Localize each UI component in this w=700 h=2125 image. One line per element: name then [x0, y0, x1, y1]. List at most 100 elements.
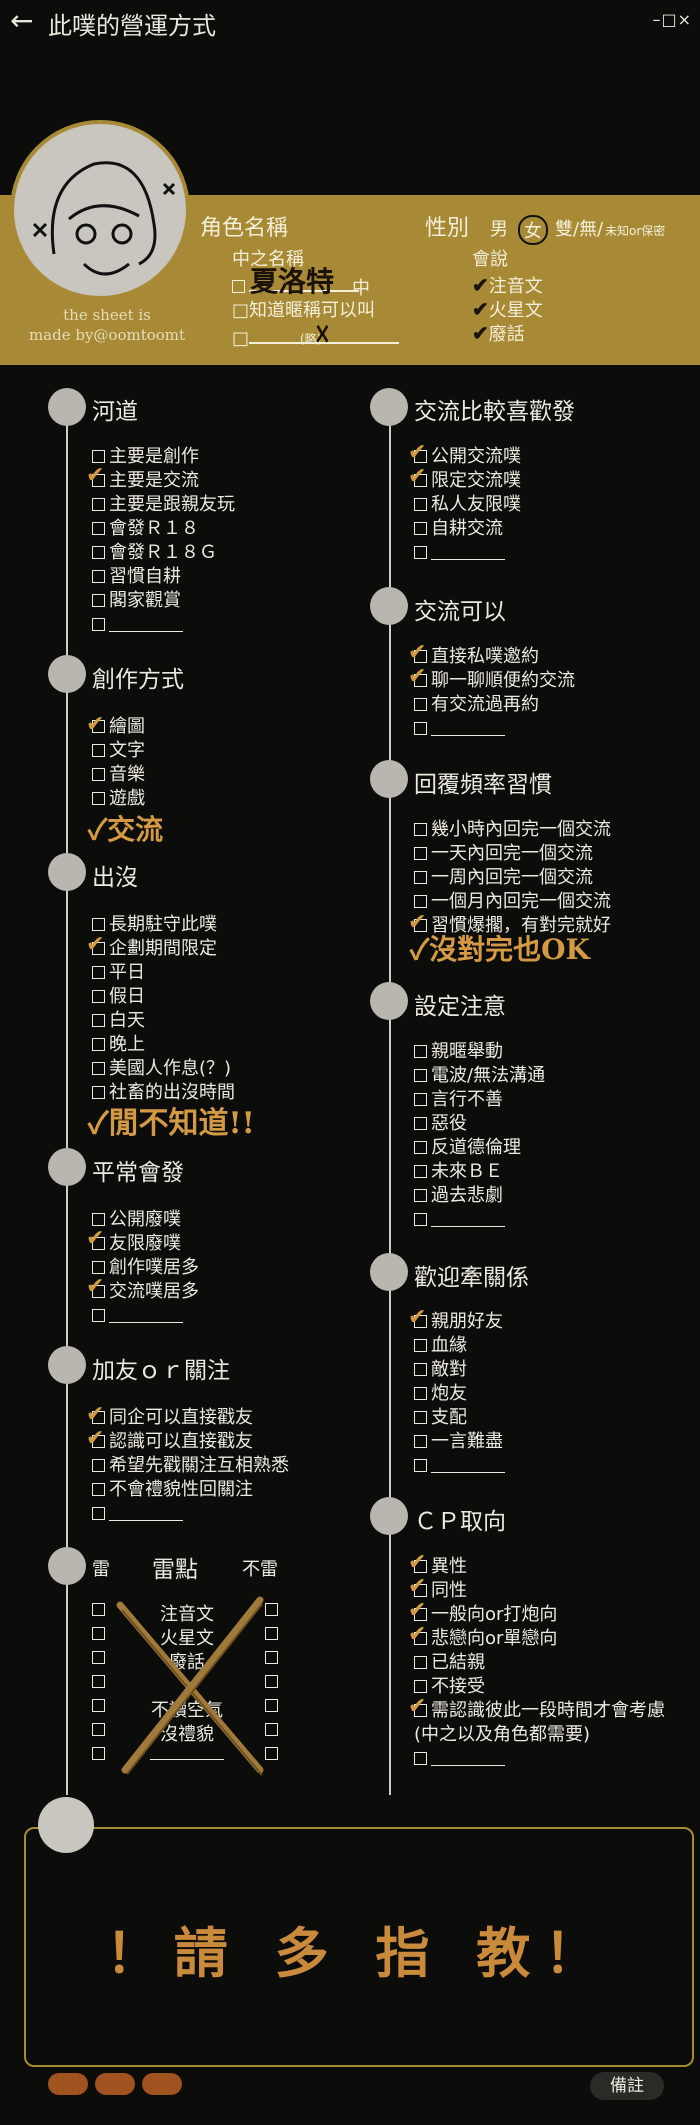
- list-item: 社畜的出沒時間: [92, 1081, 235, 1105]
- list-item: [92, 1502, 289, 1526]
- gender-label: 性別: [425, 216, 470, 241]
- list-item: 廢話: [92, 1651, 282, 1675]
- section-dot: [48, 853, 86, 891]
- lang-item: ✔注音文: [472, 273, 543, 297]
- list-item: 一般向or打炮向: [414, 1603, 665, 1627]
- section-title-relations: 歡迎牽關係: [414, 1265, 529, 1291]
- lang-list: ✔注音文 ✔火星文 ✔廢話: [472, 272, 543, 345]
- section-dot: [48, 388, 86, 426]
- list-item: [92, 1304, 199, 1328]
- list-item: 習慣爆擱，有對完就好: [414, 914, 611, 938]
- remark-button[interactable]: 備註: [590, 2072, 664, 2100]
- list-item: 會發Ｒ１８Ｇ: [92, 541, 235, 565]
- list-item: 支配: [414, 1406, 505, 1430]
- list-item: [92, 613, 235, 637]
- list-item: 不接受: [414, 1675, 665, 1699]
- list-item: 悲戀向or單戀向: [414, 1627, 665, 1651]
- list-item: 主要是創作: [92, 445, 235, 469]
- list-item: 長期駐守此噗: [92, 913, 235, 937]
- list-item: 幾小時內回完一個交流: [414, 818, 611, 842]
- list-item: 一周內回完一個交流: [414, 866, 611, 890]
- section-title-exchange-ok: 交流可以: [414, 599, 506, 625]
- list-item: [414, 717, 575, 741]
- list-item: 同性: [414, 1579, 665, 1603]
- left-timeline: [66, 405, 68, 1795]
- list-item: 平日: [92, 961, 235, 985]
- list-item: 過去悲劇: [414, 1184, 545, 1208]
- lang-label: 會說: [472, 249, 508, 270]
- check-mark-icon: ✔: [86, 1402, 105, 1427]
- blank-option-note: (略): [300, 332, 322, 346]
- check-mark-icon: ✔: [408, 640, 427, 665]
- list-item: 聊一聊順便約交流: [414, 669, 575, 693]
- avatar: [10, 120, 190, 300]
- list-item: 血緣: [414, 1334, 505, 1358]
- list-item: 親朋好友: [414, 1310, 505, 1334]
- list-item: 未來ＢＥ: [414, 1160, 545, 1184]
- list-item: 認識可以直接戳友: [92, 1430, 289, 1454]
- presence-list: 長期駐守此噗 企劃期間限定 平日 假日 白天 晚上 美國人作息(？) 社畜的出沒…: [92, 913, 235, 1105]
- list-item: 一個月內回完一個交流: [414, 890, 611, 914]
- section-dot: [370, 1497, 408, 1535]
- closing-handwriting: ！請 多 指 教！: [105, 1921, 613, 1985]
- window-controls[interactable]: –□×: [652, 10, 692, 29]
- section-title-presence: 出沒: [92, 865, 138, 891]
- sheet-credit: the sheet is made by@oomtoomt: [28, 306, 186, 344]
- list-item: 惡役: [414, 1112, 545, 1136]
- color-swatch[interactable]: [95, 2073, 135, 2095]
- section-title-setting-notes: 設定注意: [414, 994, 506, 1020]
- list-item: 會發Ｒ１８: [92, 517, 235, 541]
- section-title-follow: 加友ｏｒ關注: [92, 1358, 230, 1384]
- check-mark-icon: ✔: [86, 1274, 105, 1299]
- list-item: 友限廢噗: [92, 1232, 199, 1256]
- list-item: 文字: [92, 739, 145, 763]
- list-item: 炮友: [414, 1382, 505, 1406]
- list-item: 異性: [414, 1555, 665, 1579]
- cp-list: 異性 同性 一般向or打炮向 悲戀向or單戀向 已結親 不接受 需認識彼此一段時…: [414, 1555, 665, 1771]
- check-mark-icon: ✔: [408, 1598, 427, 1623]
- exchange-ok-list: 直接私噗邀約 聊一聊順便約交流 有交流過再約: [414, 645, 575, 741]
- list-item: 習慣自耕: [92, 565, 235, 589]
- list-item: 閣家觀賞: [92, 589, 235, 613]
- list-item: 希望先戳關注互相熟悉: [92, 1454, 289, 1478]
- creation-list: 繪圖 文字 音樂 遊戲: [92, 715, 145, 811]
- usual-post-list: 公開廢噗 友限廢噗 創作噗居多 交流噗居多: [92, 1208, 199, 1328]
- river-list: 主要是創作 主要是交流 主要是跟親友玩 會發Ｒ１８ 會發Ｒ１８Ｇ 習慣自耕 閣家…: [92, 445, 235, 637]
- presence-handwriting: ✓閒不知道!!: [88, 1106, 255, 1141]
- cn-name-label: 中之名稱: [232, 249, 304, 270]
- color-swatch[interactable]: [142, 2073, 182, 2095]
- check-mark-icon: ✔: [86, 1226, 105, 1251]
- lang-item: ✔廢話: [472, 321, 525, 345]
- check-mark-icon: ✔: [408, 1550, 427, 1575]
- list-item: [414, 541, 521, 565]
- section-title-exchange-post: 交流比較喜歡發: [414, 399, 575, 425]
- section-dot: [370, 982, 408, 1020]
- list-item: 晚上: [92, 1033, 235, 1057]
- section-title-river: 河道: [92, 399, 138, 425]
- list-item-note: (中之以及角色都需要): [414, 1724, 591, 1745]
- list-item: 繪圖: [92, 715, 145, 739]
- section-dot: [48, 1346, 86, 1384]
- cn-suffix: 中: [352, 278, 370, 299]
- creation-handwriting: ✓交流: [88, 813, 164, 846]
- list-item: 白天: [92, 1009, 235, 1033]
- list-item: 火星文: [92, 1627, 282, 1651]
- section-title-reply-rate: 回覆頻率習慣: [414, 772, 552, 798]
- list-item: 有交流過再約: [414, 693, 575, 717]
- list-item: 美國人作息(？): [92, 1057, 235, 1081]
- section-dot: [38, 1797, 94, 1853]
- list-item: [414, 1747, 665, 1771]
- color-swatch[interactable]: [48, 2073, 88, 2095]
- check-mark-icon: ✔: [408, 464, 427, 489]
- list-item: 自耕交流: [414, 517, 521, 541]
- not-mine-label: 不雷: [242, 1559, 278, 1580]
- arrow-left-icon[interactable]: ←: [10, 4, 34, 37]
- list-item: 敵對: [414, 1358, 505, 1382]
- list-item: 需認識彼此一段時間才會考慮: [414, 1699, 665, 1723]
- follow-list: 同企可以直接戳友 認識可以直接戳友 希望先戳關注互相熟悉 不會禮貌性回關注: [92, 1406, 289, 1526]
- list-item: 遊戲: [92, 787, 145, 811]
- mine-label: 雷: [92, 1559, 110, 1580]
- check-mark-icon: ✔: [86, 932, 105, 957]
- check-mark-icon: ✔: [408, 440, 427, 465]
- list-item: 親暱舉動: [414, 1040, 545, 1064]
